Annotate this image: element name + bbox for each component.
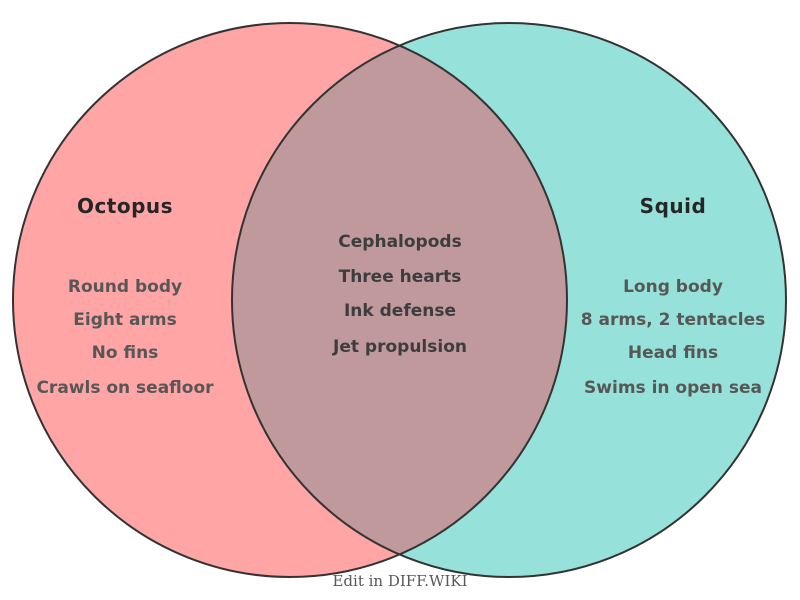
overlap-region-fill [231,45,568,555]
left-set-item: Eight arms [73,310,177,330]
intersection-item: Cephalopods [338,232,462,252]
right-set-item: Long body [623,277,723,297]
right-set-item: Swims in open sea [584,378,762,398]
right-circle-outline [231,22,787,578]
left-set-item: Crawls on seafloor [36,378,214,398]
intersection-item: Jet propulsion [333,337,467,357]
intersection-item: Ink defense [343,301,457,321]
intersection-item: Three hearts [338,267,462,287]
left-circle-outline [12,22,568,578]
right-set-item: 8 arms, 2 tentacles [580,310,766,330]
left-set-item: No fins [91,343,159,363]
left-set-item: Round body [67,277,183,297]
left-set-title: Octopus [76,194,174,218]
right-set-item: Head fins [627,343,719,363]
right-set-title: Squid [639,194,707,218]
edit-in-diffwiki-link[interactable]: Edit in DIFF.WIKI [332,572,468,590]
